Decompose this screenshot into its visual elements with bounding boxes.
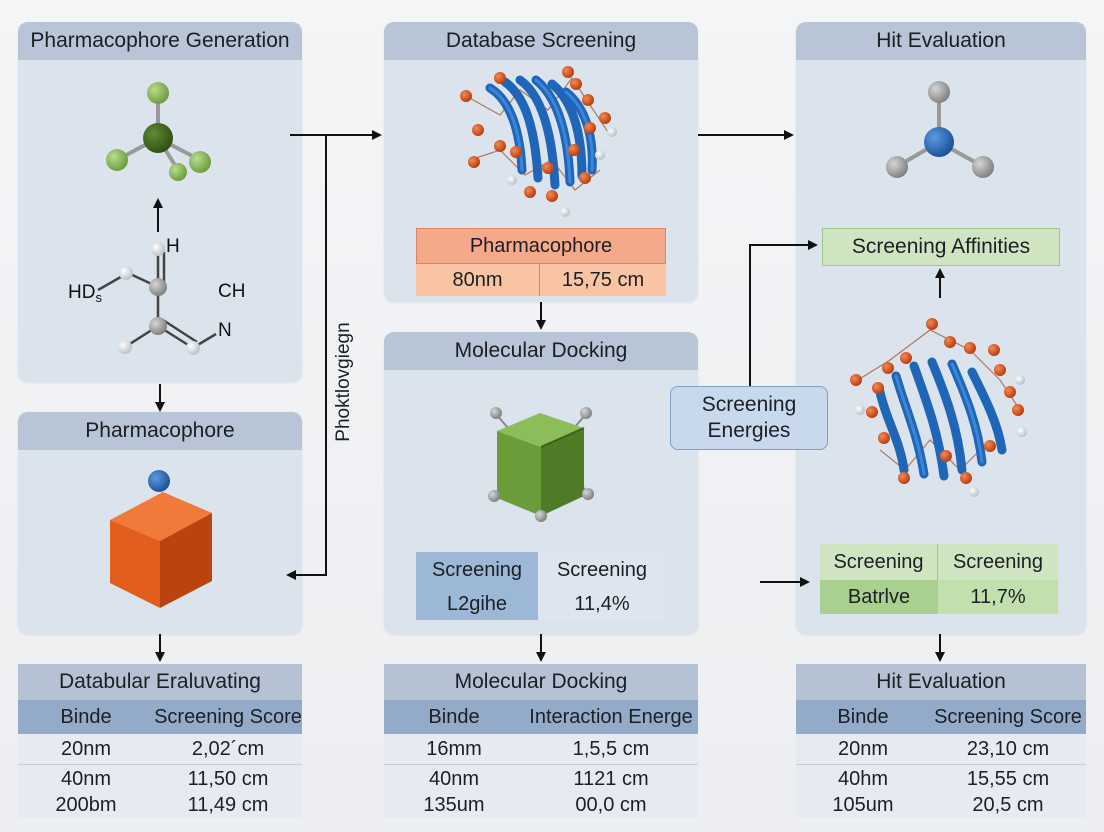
table-cell: Batrlve	[820, 580, 938, 614]
atom-label-hds: HDs	[68, 282, 102, 305]
skeletal-molecule-icon	[97, 242, 217, 355]
column-header: Screening Score	[154, 705, 302, 728]
table-header-row: Binde Screening Score	[18, 700, 302, 734]
table-title: Molecular Docking	[384, 664, 698, 700]
connector-arrow-right	[749, 240, 818, 388]
table-cell: 11,49 cm	[187, 793, 269, 816]
column-header: Binde	[837, 705, 889, 728]
table-row: 20nm 23,10 cm	[796, 734, 1086, 765]
table-cell: 135um	[423, 793, 485, 816]
table-cell: 11,50 cm	[187, 767, 269, 790]
table-cell: 40nm	[428, 767, 480, 790]
atom-label-h: H	[166, 236, 180, 257]
protein-ribbon-icon	[850, 318, 1027, 497]
table-cell: 1,5,5 cm	[572, 737, 650, 760]
table-row: 40hm 15,55 cm	[796, 765, 1086, 793]
blue-atom-icon	[148, 470, 170, 492]
table-header: Screening	[820, 544, 938, 580]
table-row: 200bm 11,49 cm	[18, 793, 302, 817]
atom-label-hds-main: HD	[68, 282, 95, 303]
hit-screening-table: Screening Screening Batrlve 11,7%	[820, 544, 1058, 614]
table-cell: 200bm	[55, 793, 117, 816]
table-cell: 15,55 cm	[966, 767, 1050, 790]
table-header-row: Binde Interaction Energe	[384, 700, 698, 734]
table-cell: 105um	[832, 793, 894, 816]
table-row: 135um 00,0 cm	[384, 793, 698, 817]
atom-label-n: N	[218, 320, 232, 341]
connector-arrow-left	[286, 135, 327, 580]
table-cell: 11,7%	[938, 580, 1058, 614]
table-cell: 80nm	[416, 264, 540, 296]
table-row: 40nm 1121 cm	[384, 765, 698, 793]
pharmacophore-table: Pharmacophore 80nm 15,75 cm	[416, 228, 666, 296]
table-row: 16mm 1,5,5 cm	[384, 734, 698, 765]
column-header: Screening Score	[934, 705, 1082, 728]
table-cell: 16mm	[426, 737, 482, 760]
green-cube-icon	[488, 407, 594, 522]
table-cell: 11,4%	[538, 588, 666, 620]
table-header: Screening	[938, 544, 1058, 580]
table-cell: 15,75 cm	[540, 264, 666, 296]
vertical-connector-label: Phoktlovgiegn	[333, 322, 354, 442]
orange-cube-icon	[110, 492, 212, 608]
screening-affinities-box: Screening Affinities	[822, 228, 1060, 266]
table-title: Hit Evaluation	[796, 664, 1086, 700]
tetrahedral-molecule-icon	[886, 81, 994, 178]
trigonal-molecule-icon	[106, 82, 211, 181]
atom-label-hds-sub: s	[95, 290, 102, 305]
panel-title: Database Screening	[384, 22, 698, 60]
table-cell: 20,5 cm	[972, 793, 1044, 816]
panel-pharmacophore: Pharmacophore	[18, 412, 302, 634]
table-header: Screening	[416, 552, 538, 588]
panel-title: Molecular Docking	[384, 332, 698, 370]
bottom-table-database: Databular Eraluvating Binde Screening Sc…	[18, 664, 302, 818]
table-cell: 20nm	[837, 737, 889, 760]
atom-label-ch: CH	[218, 281, 245, 302]
table-row: 105um 20,5 cm	[796, 793, 1086, 817]
table-cell: 00,0 cm	[575, 793, 647, 816]
table-cell: L2gihe	[416, 588, 538, 620]
bottom-table-hit-evaluation: Hit Evaluation Binde Screening Score 20n…	[796, 664, 1086, 818]
bottom-table-docking: Molecular Docking Binde Interaction Ener…	[384, 664, 698, 818]
panel-title: Pharmacophore Generation	[18, 22, 302, 60]
column-header: Binde	[428, 705, 480, 728]
column-header: Interaction Energe	[529, 705, 693, 728]
table-title: Databular Eraluvating	[18, 664, 302, 700]
table-header: Pharmacophore	[416, 228, 666, 264]
table-cell: 20nm	[60, 737, 112, 760]
column-header: Binde	[60, 705, 112, 728]
table-row: 20nm 2,02´cm	[18, 734, 302, 765]
table-header-row: Binde Screening Score	[796, 700, 1086, 734]
screening-energies-box: Screening Energies	[670, 386, 828, 450]
table-cell: 23,10 cm	[966, 737, 1050, 760]
table-cell: 1121 cm	[573, 767, 649, 790]
panel-title: Pharmacophore	[18, 412, 302, 450]
table-header: Screening	[538, 552, 666, 588]
panel-hit-evaluation: Hit Evaluation	[796, 22, 1086, 634]
panel-title: Hit Evaluation	[796, 22, 1086, 60]
table-cell: 2,02´cm	[191, 737, 265, 760]
protein-ribbon-icon	[460, 66, 617, 217]
table-row: 40nm 11,50 cm	[18, 765, 302, 793]
table-cell: 40nm	[60, 767, 112, 790]
docking-screening-table: Screening Screening L2gihe 11,4%	[416, 552, 666, 620]
table-cell: 40hm	[837, 767, 889, 790]
